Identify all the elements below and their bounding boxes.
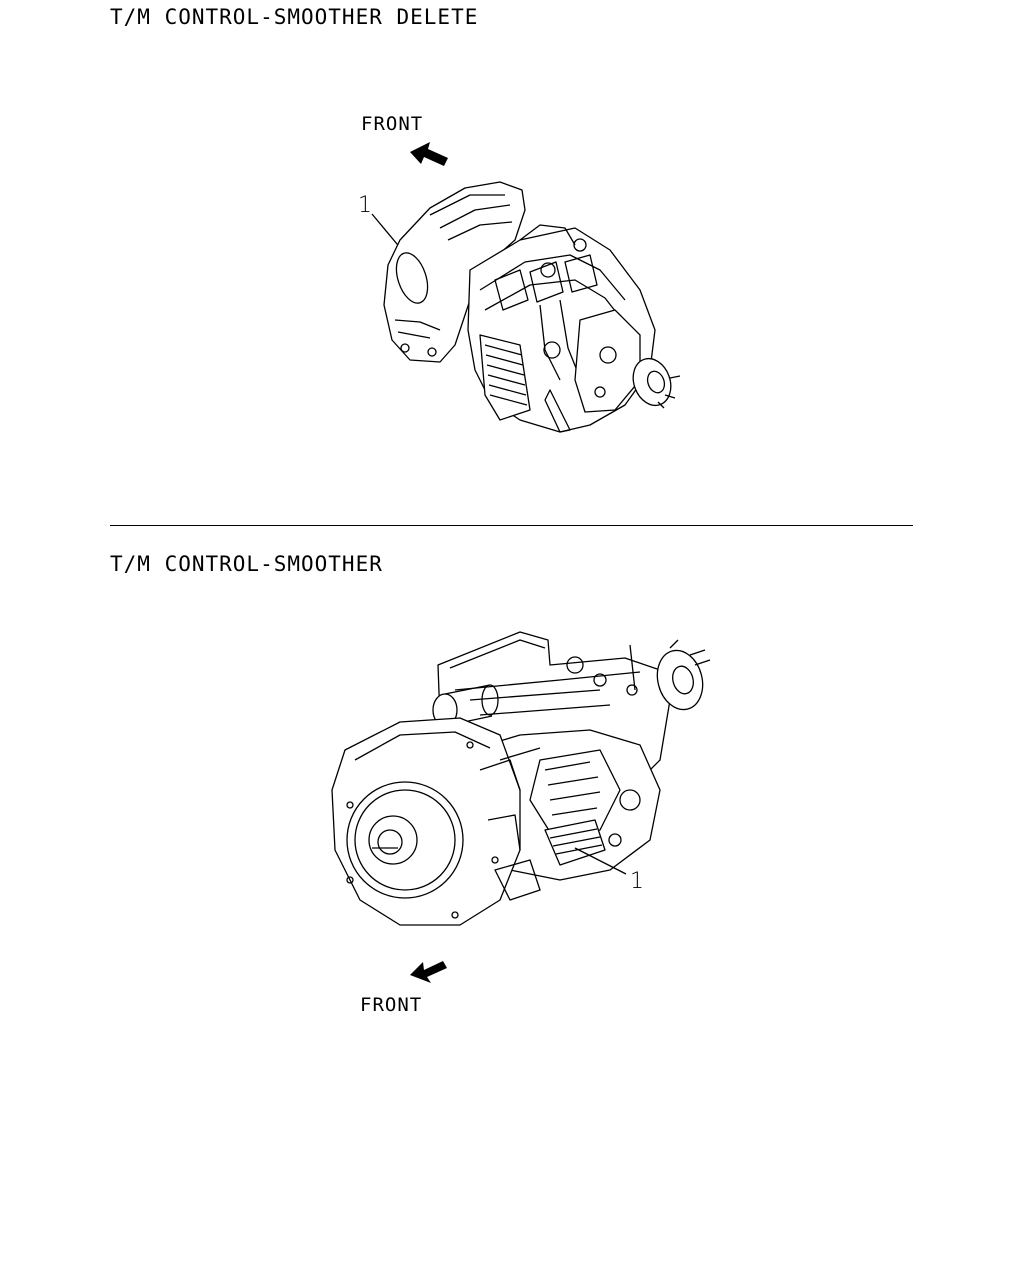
section-title-smoother-delete: T/M CONTROL-SMOOTHER DELETE <box>110 5 479 29</box>
callout-number-top: 1 <box>358 193 372 218</box>
front-arrow-up-left-icon <box>410 142 448 166</box>
section-title-smoother: T/M CONTROL-SMOOTHER <box>110 552 383 576</box>
transmission-illustration-top <box>383 181 681 433</box>
leader-line-bottom <box>574 847 627 875</box>
transmission-illustration-bottom <box>331 631 711 926</box>
front-arrow-down-left-icon <box>410 961 447 983</box>
front-label-bottom: FRONT <box>360 994 423 1016</box>
front-label-top: FRONT <box>361 113 424 135</box>
leader-line-top <box>371 213 403 251</box>
callout-number-bottom: 1 <box>630 869 644 894</box>
section-divider <box>110 525 913 526</box>
